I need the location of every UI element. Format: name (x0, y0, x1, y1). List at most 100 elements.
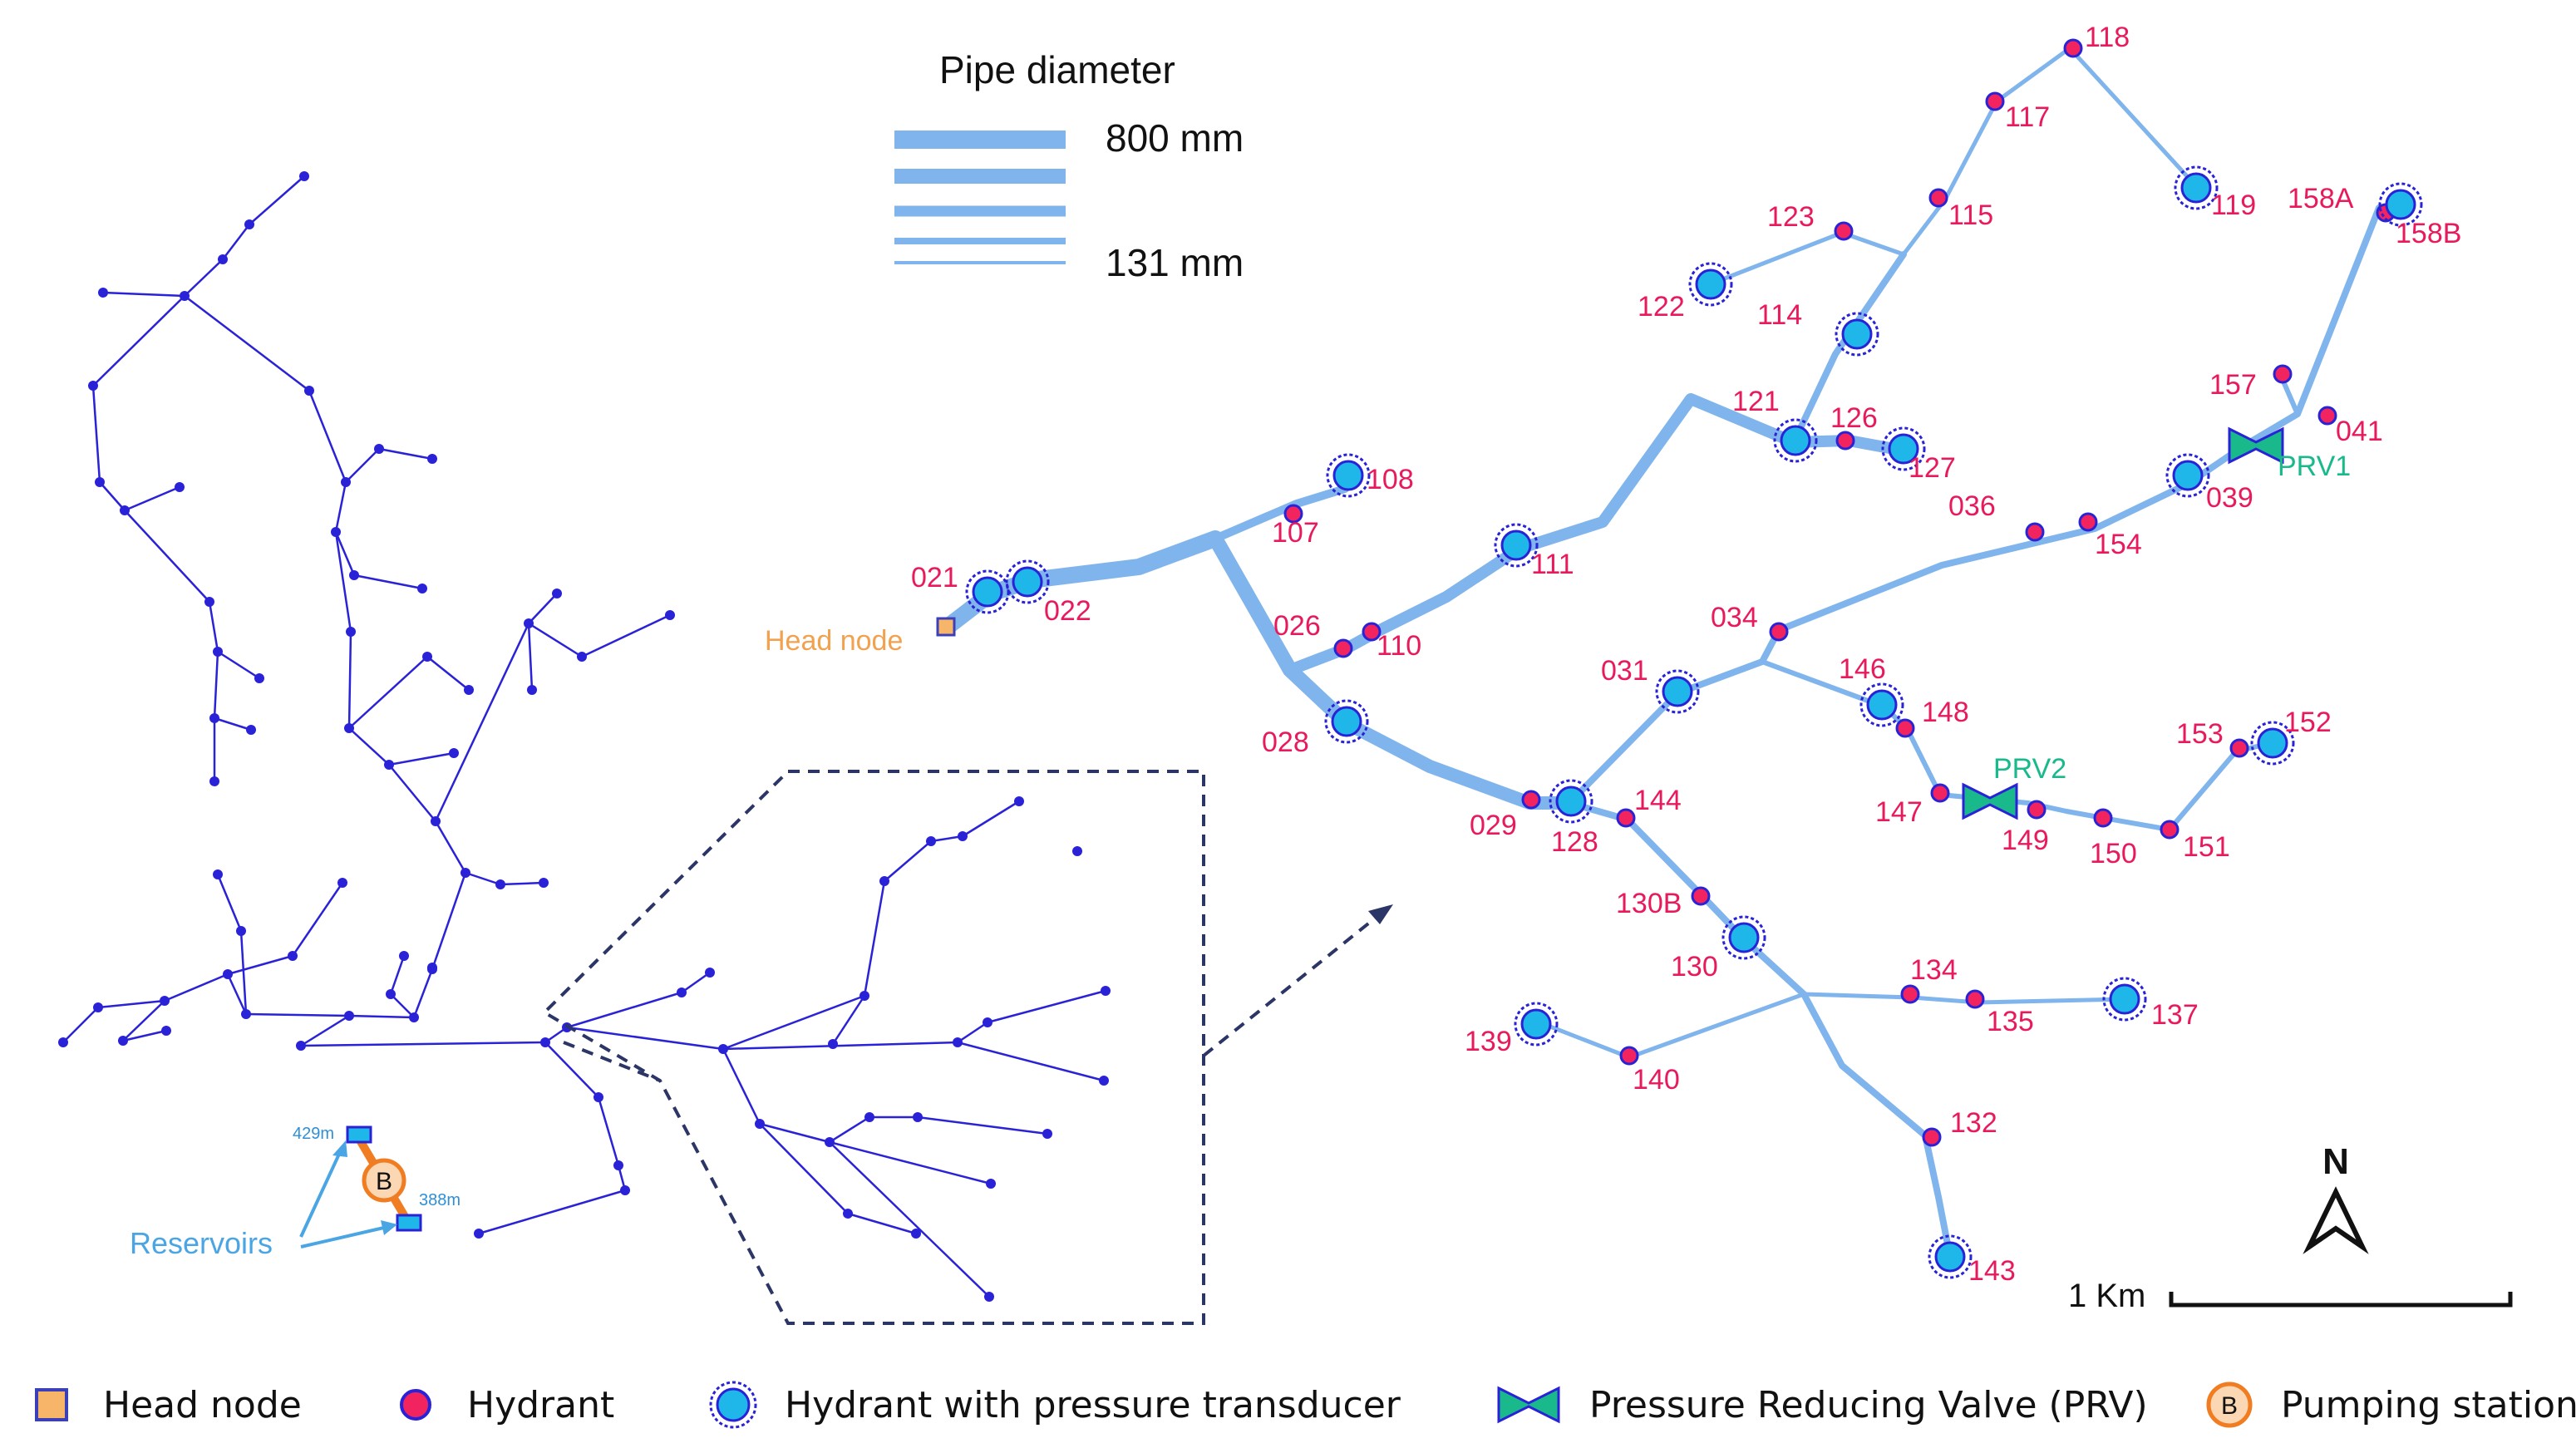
node-label-039: 039 (2206, 482, 2253, 514)
transducer-node (2180, 172, 2212, 204)
node-label-148: 148 (1922, 697, 1969, 728)
junction-dot (180, 291, 190, 301)
transducer-ring (2102, 977, 2147, 1022)
junction-dot (926, 836, 936, 846)
transducer-ring (1881, 426, 1926, 471)
node-label-146: 146 (1839, 653, 1886, 685)
node-label-108: 108 (1367, 464, 1414, 495)
pipe (1284, 393, 1909, 676)
pipe (1340, 717, 1576, 810)
legend-item-head-node: Head node (25, 1380, 302, 1430)
pipe (1712, 230, 1906, 285)
pipe-segment (245, 1012, 350, 1017)
node-label-137: 137 (2151, 999, 2199, 1031)
pipe-segment (388, 751, 455, 766)
pipe-segment (378, 447, 433, 461)
hydrant-node (1691, 886, 1711, 906)
transducer-node (1555, 786, 1587, 817)
hydrant-node (2078, 512, 2098, 532)
junction-dot (527, 685, 537, 695)
junction-dot (755, 1119, 765, 1129)
pipe-segment (122, 1000, 165, 1042)
transducer-ring (1721, 915, 1766, 960)
junction-dot (241, 1009, 251, 1019)
junction-dot (843, 1209, 853, 1219)
junction-dot (160, 996, 170, 1006)
pipe-segment (216, 874, 243, 932)
pipe-segment (478, 1189, 626, 1235)
junction-dot (705, 968, 715, 978)
node-label-026: 026 (1273, 610, 1321, 642)
junction-dot (620, 1185, 630, 1195)
pipe-segment (348, 1014, 415, 1019)
node-label-139: 139 (1465, 1026, 1512, 1057)
pump-circle-icon: B (2206, 1382, 2253, 1428)
junction-dot (344, 723, 354, 733)
reservoirs-label: Reservoirs (130, 1226, 273, 1260)
pipe (1801, 992, 2130, 1005)
prv-bowtie-icon (1497, 1386, 1560, 1424)
reservoir-a-elev: 429m (293, 1125, 334, 1143)
node-label-152: 152 (2284, 707, 2332, 738)
pipe-diameter-max: 800 mm (1106, 116, 1244, 160)
hydrant-node (1283, 504, 1303, 524)
hydrant-node (1619, 1046, 1639, 1066)
reservoir-a-icon (346, 1125, 372, 1144)
hydrant-node (2025, 522, 2045, 542)
transducer-ring (1324, 699, 1369, 744)
node-label-021: 021 (911, 562, 958, 593)
node-label-135: 135 (1987, 1006, 2034, 1037)
junction-dot (304, 386, 314, 396)
hydrant-node (1930, 783, 1950, 803)
junction-dot (524, 618, 534, 628)
junction-dot (213, 647, 223, 657)
junction-dot (244, 219, 254, 229)
pipe-segment (412, 968, 434, 1018)
pipe (1537, 992, 1806, 1060)
hydrant-node (1965, 989, 1985, 1009)
junction-dot (93, 1002, 103, 1012)
transducer-circle-icon (709, 1381, 757, 1429)
transducer-node (1695, 268, 1726, 300)
hydrant-node (1362, 622, 1382, 642)
prv2: PRV2 (1962, 753, 2066, 820)
junction-dot (161, 1026, 171, 1036)
junction-dot (577, 652, 587, 662)
node-label-126: 126 (1830, 402, 1878, 434)
pipe-segment (249, 175, 305, 225)
pipe-segment (102, 291, 185, 298)
pipe-segment (388, 764, 436, 822)
node-label-036: 036 (1948, 490, 1996, 522)
node-label-110: 110 (1377, 630, 1421, 662)
pipe (1566, 800, 1953, 1260)
transducer-ring (1549, 779, 1593, 824)
node-label-029: 029 (1470, 810, 1517, 841)
pipe-segment (226, 973, 248, 1015)
north-arrow: N (2303, 1141, 2369, 1254)
node-label-117: 117 (2005, 101, 2050, 133)
junction-dot (859, 991, 869, 1001)
pipe-segment (917, 1116, 1048, 1135)
node-label-130b: 130B (1616, 888, 1682, 919)
node-label-127: 127 (1909, 452, 1956, 484)
pipe-segment (217, 650, 260, 680)
junction-dot (431, 816, 441, 826)
pipe-segment (597, 1096, 620, 1166)
pipe-segment (528, 593, 558, 624)
pipe-segment (164, 973, 229, 1002)
transducer-node (2109, 983, 2140, 1015)
junction-dot (223, 969, 233, 979)
reservoir-b-icon (396, 1214, 422, 1232)
pipe-segment (829, 1141, 990, 1298)
junction-dot (828, 1039, 838, 1049)
hydrant-node (1834, 221, 1854, 241)
left-network-skeleton (58, 171, 1111, 1302)
hydrant-node (1928, 188, 1948, 208)
hydrant-node (2160, 820, 2180, 840)
legend-item-hydrant: Hydrant (389, 1380, 614, 1430)
svg-text:B: B (2221, 1392, 2238, 1420)
junction-dot (399, 951, 409, 961)
transducer-node (1331, 706, 1362, 737)
junction-dot (986, 1179, 996, 1189)
